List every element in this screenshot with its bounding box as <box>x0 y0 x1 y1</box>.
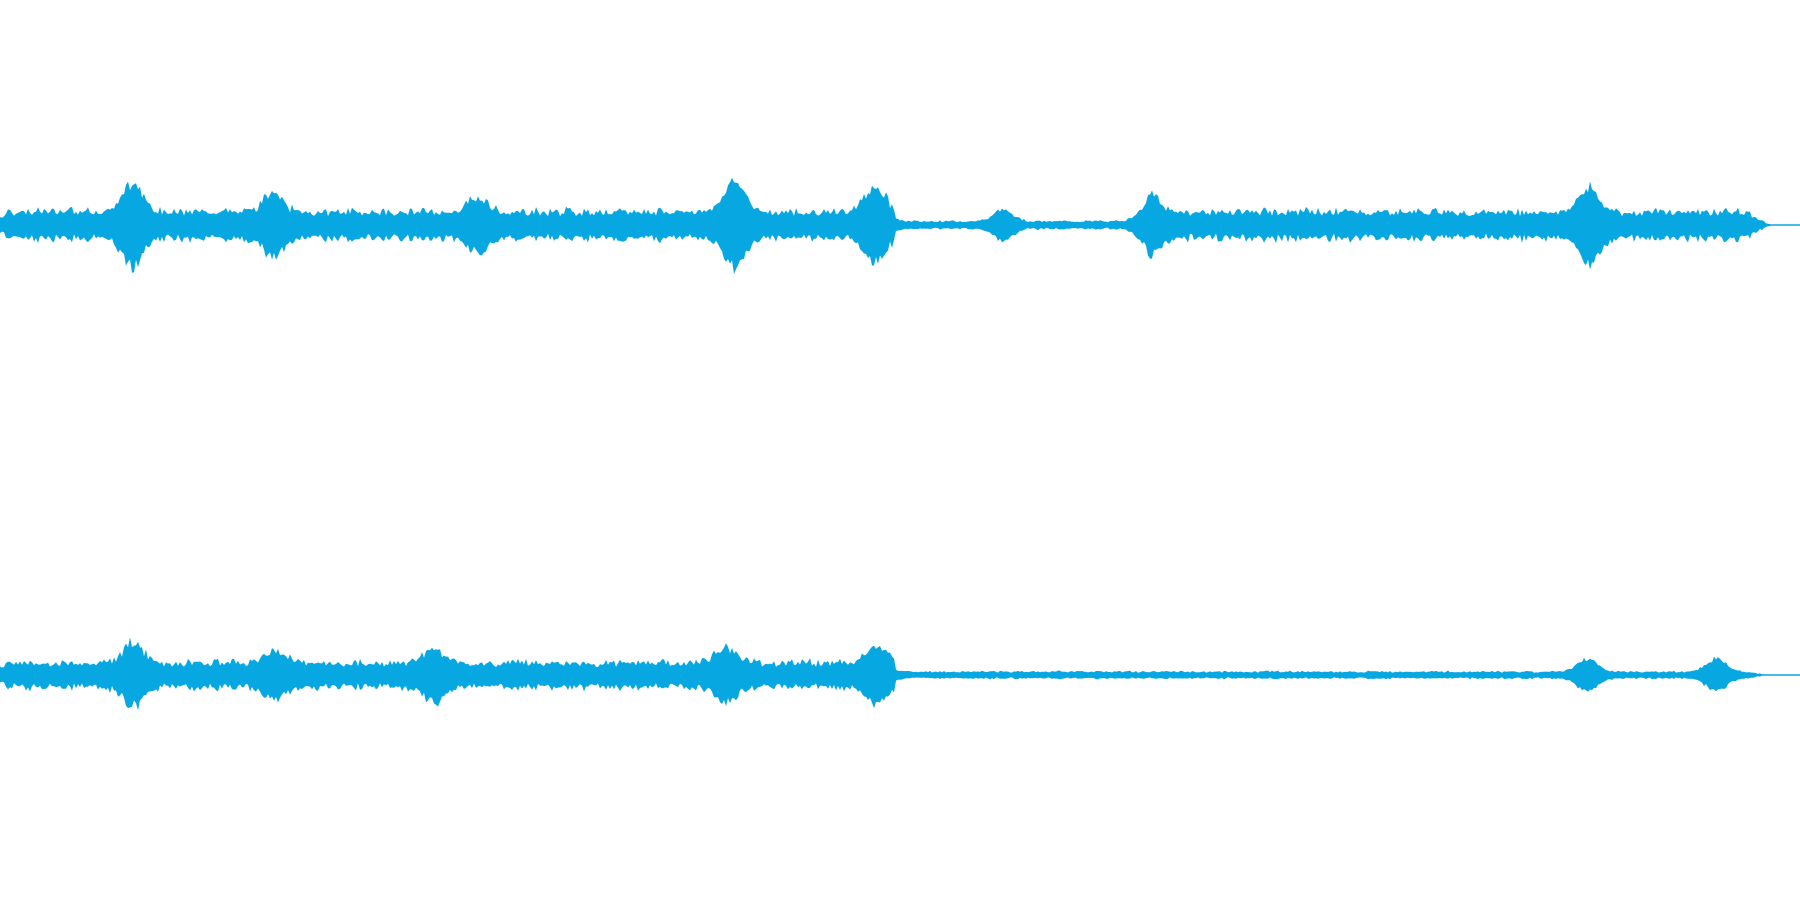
channel-1-envelope <box>0 177 1770 275</box>
channel-2-envelope <box>0 637 1770 711</box>
channel-1-waveform-svg <box>0 177 1800 275</box>
channel-1-waveform[interactable] <box>0 0 1800 450</box>
channel-2-waveform[interactable] <box>0 450 1800 900</box>
channel-2-waveform-svg <box>0 637 1800 711</box>
